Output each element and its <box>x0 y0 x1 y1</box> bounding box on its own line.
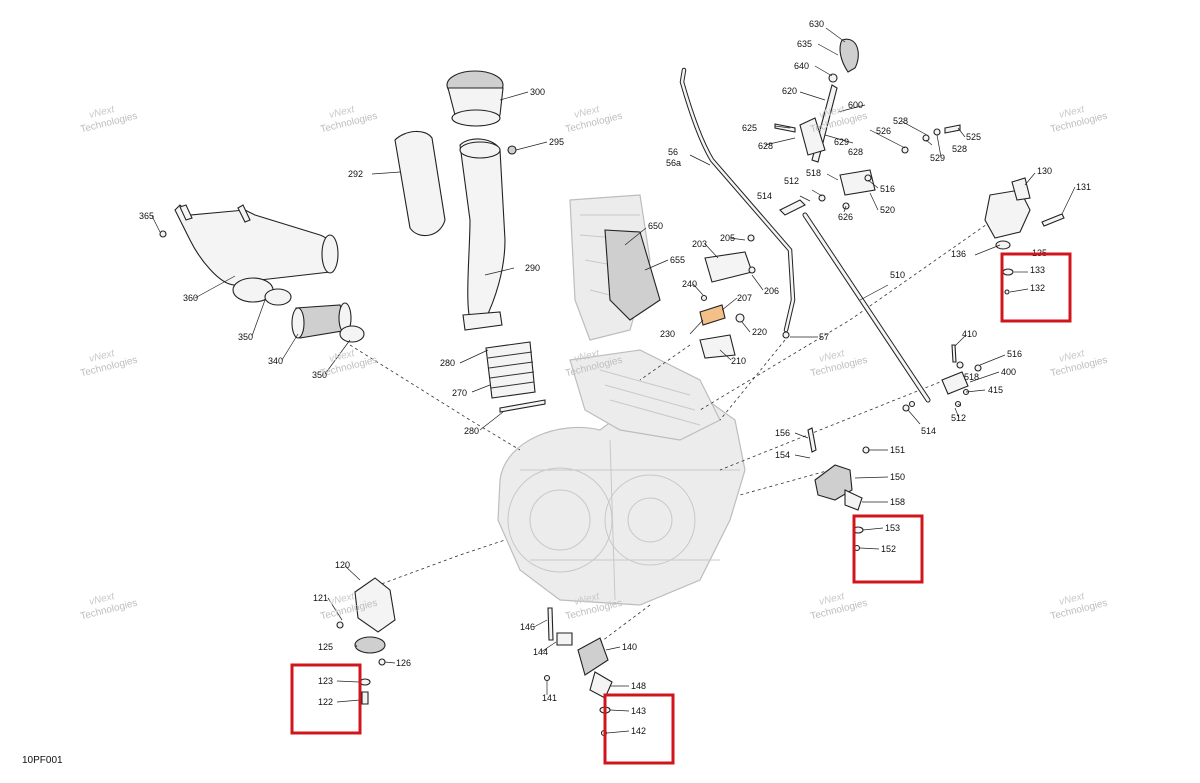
callout-121: 121 <box>313 593 328 603</box>
callout-628: 628 <box>848 147 863 157</box>
callout-365: 365 <box>139 211 154 221</box>
callout-510: 510 <box>890 270 905 280</box>
diagram-code: 10PF001 <box>22 755 63 766</box>
callout-290: 290 <box>525 263 540 273</box>
callout-123: 123 <box>318 676 333 686</box>
callout-280: 280 <box>464 426 479 436</box>
callout-126: 126 <box>396 658 411 668</box>
callout-600: 600 <box>848 100 863 110</box>
callout-270: 270 <box>452 388 467 398</box>
callout-57: 57 <box>819 332 829 342</box>
callout-141: 141 <box>542 693 557 703</box>
callout-136: 136 <box>951 249 966 259</box>
callout-207: 207 <box>737 293 752 303</box>
mount-140 <box>543 607 613 737</box>
callout-labels: 630 635 640 620 600 625 628 629 628 526 … <box>139 19 1091 736</box>
callout-518: 518 <box>964 372 979 382</box>
callout-206: 206 <box>764 286 779 296</box>
callout-300: 300 <box>530 87 545 97</box>
callout-512: 512 <box>951 413 966 423</box>
highlight-box-152-153 <box>852 514 924 584</box>
leader-lines <box>151 27 1076 734</box>
callout-280: 280 <box>440 358 455 368</box>
callout-528: 528 <box>893 116 908 126</box>
highlight-boxes <box>290 252 1072 765</box>
callout-628: 628 <box>758 141 773 151</box>
callout-143: 143 <box>631 706 646 716</box>
callout-650: 650 <box>648 221 663 231</box>
ecm-area <box>604 229 756 359</box>
callout-240: 240 <box>682 279 697 289</box>
callout-133: 133 <box>1030 265 1045 275</box>
callout-526: 526 <box>876 126 891 136</box>
callout-150: 150 <box>890 472 905 482</box>
callout-528: 528 <box>952 144 967 154</box>
exhaust <box>159 204 365 343</box>
callout-655: 655 <box>670 255 685 265</box>
shift-rod-510 <box>802 212 931 412</box>
callout-516: 516 <box>1007 349 1022 359</box>
callout-158: 158 <box>890 497 905 507</box>
mount-120 <box>336 577 396 705</box>
mount-150 <box>807 427 870 552</box>
callout-350: 350 <box>312 370 327 380</box>
shifter-assembly <box>774 38 961 216</box>
callout-140: 140 <box>622 642 637 652</box>
callout-516: 516 <box>880 184 895 194</box>
callout-520: 520 <box>880 205 895 215</box>
callout-132: 132 <box>1030 283 1045 293</box>
callout-230: 230 <box>660 329 675 339</box>
callout-144: 144 <box>533 647 548 657</box>
callout-629: 629 <box>834 137 849 147</box>
callout-146: 146 <box>520 622 535 632</box>
highlight-box-122-123 <box>290 663 362 735</box>
callout-56a: 56a <box>666 158 681 168</box>
callout-640: 640 <box>794 61 809 71</box>
callout-529: 529 <box>930 153 945 163</box>
callout-131: 131 <box>1076 182 1091 192</box>
mount-130 <box>984 177 1065 295</box>
callout-620: 620 <box>782 86 797 96</box>
callout-625: 625 <box>742 123 757 133</box>
callout-415: 415 <box>988 385 1003 395</box>
callout-130: 130 <box>1037 166 1052 176</box>
highlight-box-142-143 <box>603 693 675 765</box>
callout-148: 148 <box>631 681 646 691</box>
callout-400: 400 <box>1001 367 1016 377</box>
callout-152: 152 <box>881 544 896 554</box>
callout-125: 125 <box>318 642 333 652</box>
callout-360: 360 <box>183 293 198 303</box>
callout-514: 514 <box>757 191 772 201</box>
callout-122: 122 <box>318 697 333 707</box>
callout-518: 518 <box>806 168 821 178</box>
callout-626: 626 <box>838 212 853 222</box>
air-intake <box>394 70 546 413</box>
callout-205: 205 <box>720 233 735 243</box>
callout-154: 154 <box>775 450 790 460</box>
callout-350: 350 <box>238 332 253 342</box>
callout-340: 340 <box>268 356 283 366</box>
callout-142: 142 <box>631 726 646 736</box>
callout-156: 156 <box>775 428 790 438</box>
callout-120: 120 <box>335 560 350 570</box>
callout-56: 56 <box>668 147 678 157</box>
callout-220: 220 <box>752 327 767 337</box>
callout-151: 151 <box>890 445 905 455</box>
callout-153: 153 <box>885 523 900 533</box>
highlight-box-132-133 <box>1000 252 1072 323</box>
callout-210: 210 <box>731 356 746 366</box>
callout-635: 635 <box>797 39 812 49</box>
callout-630: 630 <box>809 19 824 29</box>
callout-410: 410 <box>962 329 977 339</box>
callout-514: 514 <box>921 426 936 436</box>
shift-rod-56 <box>679 67 796 339</box>
callout-292: 292 <box>348 169 363 179</box>
callout-295: 295 <box>549 137 564 147</box>
callout-203: 203 <box>692 239 707 249</box>
callout-525: 525 <box>966 132 981 142</box>
callout-512: 512 <box>784 176 799 186</box>
